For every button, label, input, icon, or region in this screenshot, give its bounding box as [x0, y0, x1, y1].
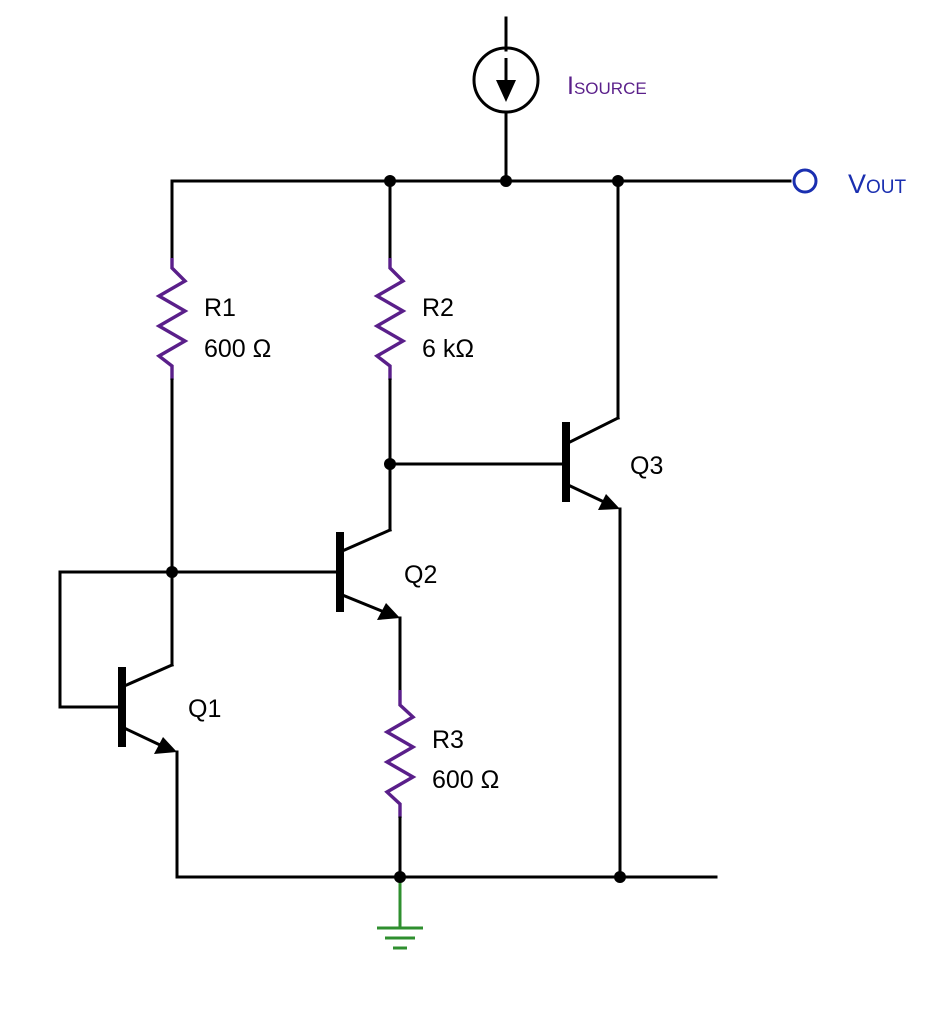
junction-dot	[394, 871, 406, 883]
q1-transistor	[58, 570, 179, 879]
q2-transistor	[58, 528, 402, 692]
source-label: ISOURCE	[567, 72, 647, 100]
output-label: VOUT	[848, 169, 907, 199]
r2-resistor	[373, 258, 407, 380]
q1-emitter-lead	[120, 725, 162, 747]
q2-label: Q2	[404, 561, 437, 589]
q1-label: Q1	[188, 695, 221, 723]
junction-dot	[614, 871, 626, 883]
junction-dot	[384, 458, 396, 470]
q3-emitter-arrow-icon	[598, 494, 620, 510]
output-label-main: V	[848, 169, 866, 199]
output-label-sub: OUT	[866, 177, 907, 198]
r3-value: 600 Ω	[432, 766, 499, 794]
junction-dot	[500, 175, 512, 187]
r3-name: R3	[432, 726, 464, 754]
q3-emitter-lead	[564, 482, 606, 504]
current-source	[472, 16, 540, 183]
source-label-main: I	[567, 72, 574, 100]
r2-value: 6 kΩ	[422, 335, 474, 363]
junction-dot	[384, 175, 396, 187]
r1-name: R1	[204, 294, 236, 322]
r1-value: 600 Ω	[204, 335, 271, 363]
q2-emitter-lead	[338, 592, 386, 614]
r1-resistor	[155, 258, 189, 380]
q3-transistor	[388, 179, 622, 879]
q1-collector-lead	[120, 663, 174, 689]
r2-name: R2	[422, 294, 454, 322]
ground-icon	[377, 877, 423, 950]
source-label-sub: SOURCE	[574, 79, 647, 98]
current-arrow-icon	[496, 80, 516, 102]
q2-emitter-arrow-icon	[377, 603, 400, 620]
q3-label: Q3	[630, 452, 663, 480]
q2-collector-lead	[338, 528, 392, 554]
q1-emitter-arrow-icon	[154, 737, 177, 754]
output-terminal[interactable]	[792, 168, 818, 194]
junction-dot	[166, 566, 178, 578]
r3-resistor	[383, 690, 417, 818]
q3-collector-lead	[563, 415, 621, 447]
junction-dot	[612, 175, 624, 187]
